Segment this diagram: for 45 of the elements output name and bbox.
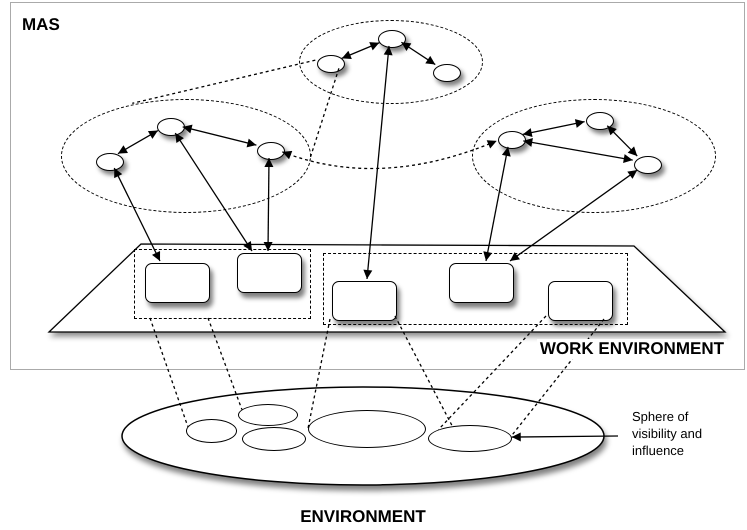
- double-arrow: [363, 46, 393, 280]
- rounded-box: [332, 281, 397, 321]
- double-arrow: [114, 168, 161, 262]
- ellipse-node: [257, 142, 285, 160]
- ellipse-node: [317, 55, 345, 73]
- dotted-line: [307, 318, 331, 428]
- double-arrow: [510, 169, 638, 262]
- frame-title: MAS: [22, 15, 60, 35]
- environment-label: ENVIRONMENT: [300, 507, 426, 527]
- dotted-line: [149, 318, 188, 427]
- dotted-line: [510, 318, 604, 436]
- dotted-line: [132, 60, 316, 104]
- dashed-ellipse: [299, 20, 483, 104]
- double-arrow: [522, 119, 585, 137]
- double-arrow: [174, 132, 253, 252]
- double-arrow: [483, 146, 511, 262]
- ellipse-node: [634, 156, 662, 174]
- ellipse-node: [498, 131, 526, 149]
- dashed-ellipse: [472, 99, 716, 213]
- double-arrow: [182, 124, 257, 148]
- rounded-box: [145, 263, 210, 303]
- frame-panel: [10, 2, 745, 370]
- double-arrow: [606, 125, 638, 156]
- ellipse-node: [157, 118, 185, 136]
- dashed-box: [134, 249, 311, 319]
- ellipse-node: [96, 153, 124, 171]
- ellipse-node: [586, 112, 614, 130]
- dashed-ellipse: [61, 99, 311, 213]
- ellipse-node: [378, 30, 406, 48]
- rounded-box: [237, 253, 302, 293]
- rounded-box: [449, 263, 514, 303]
- ellipse-node: [433, 64, 461, 82]
- annotation-text: Sphere of visibility and influence: [618, 408, 728, 464]
- dashed-double-arrow: [282, 140, 497, 170]
- double-arrow: [118, 130, 158, 154]
- double-arrow: [401, 42, 436, 66]
- platform-label: WORK ENVIRONMENT: [536, 339, 727, 359]
- dashed-box: [323, 253, 628, 325]
- double-arrow: [342, 42, 380, 60]
- rounded-box: [548, 281, 613, 321]
- double-arrow: [264, 158, 274, 251]
- dotted-line: [308, 68, 340, 160]
- dotted-line: [207, 318, 243, 410]
- dotted-line: [394, 316, 453, 427]
- double-arrow: [523, 138, 633, 164]
